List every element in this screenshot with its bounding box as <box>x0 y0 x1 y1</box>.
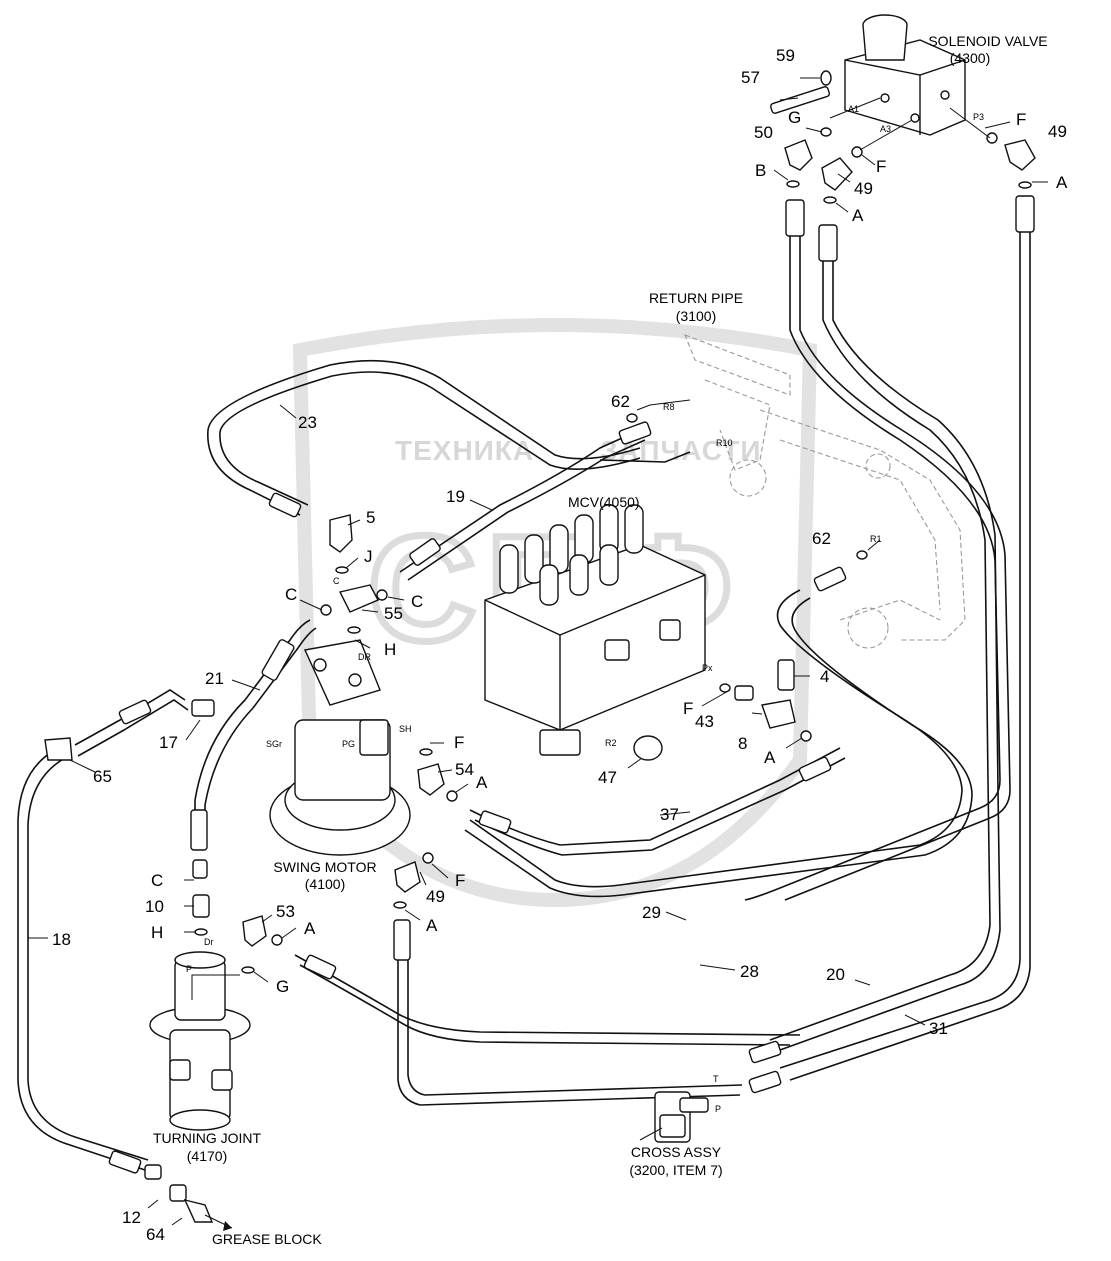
port-t-cross: T <box>713 1074 719 1084</box>
port-pg: PG <box>342 739 355 749</box>
callout-f-43: F <box>683 699 693 718</box>
port-dr-joint: Dr <box>204 937 214 947</box>
return-pipe-outline <box>684 334 966 649</box>
callout-47: 47 <box>598 768 617 787</box>
port-labels: A1 A3 P3 R8 R10 R1 Px R2 DR C SH PG SGr … <box>186 104 984 1114</box>
callout-b-top: B <box>755 161 766 180</box>
callout-g-low: G <box>276 977 289 996</box>
callout-53: 53 <box>276 902 295 921</box>
mcv-block <box>484 504 706 756</box>
callout-50: 50 <box>754 123 773 142</box>
mcv-name: MCV(4050) <box>568 494 640 510</box>
return-pipe-code: (3100) <box>676 308 716 324</box>
leader-lines <box>28 77 1048 1226</box>
port-sh: SH <box>399 724 412 734</box>
callout-17: 17 <box>159 733 178 752</box>
turning-joint-code: (4170) <box>187 1148 227 1164</box>
callout-12: 12 <box>122 1208 141 1227</box>
callout-a-49: A <box>426 916 438 935</box>
port-r8: R8 <box>663 402 675 412</box>
cross-assy <box>654 1091 709 1143</box>
callout-5: 5 <box>366 508 375 527</box>
callout-f-49: F <box>455 871 465 890</box>
port-r10: R10 <box>716 438 733 448</box>
callout-65: 65 <box>93 767 112 786</box>
callout-62-top: 62 <box>611 392 630 411</box>
callout-29: 29 <box>642 903 661 922</box>
callout-55: 55 <box>384 604 403 623</box>
cross-assy-code: (3200, ITEM 7) <box>629 1162 722 1178</box>
callout-49-mid: 49 <box>854 179 873 198</box>
callout-8: 8 <box>738 734 747 753</box>
callout-19: 19 <box>446 487 465 506</box>
callout-21: 21 <box>205 669 224 688</box>
port-p-cross: P <box>715 1104 721 1114</box>
port-r1: R1 <box>870 534 882 544</box>
port-a1: A1 <box>848 104 859 114</box>
callout-57: 57 <box>741 68 760 87</box>
port-p-joint: P <box>186 964 192 974</box>
callout-j: J <box>364 547 373 566</box>
callout-59: 59 <box>776 46 795 65</box>
callout-f-right: F <box>1016 110 1026 129</box>
callout-54: 54 <box>455 760 474 779</box>
swing-motor-name: SWING MOTOR <box>273 859 376 875</box>
callout-f-54: F <box>454 733 464 752</box>
callout-h-low: H <box>151 923 163 942</box>
return-pipe-name: RETURN PIPE <box>649 290 743 306</box>
callout-37: 37 <box>660 805 679 824</box>
callout-31: 31 <box>929 1019 948 1038</box>
hoses <box>17 200 1031 1171</box>
callout-23: 23 <box>298 413 317 432</box>
solenoid-valve-code: (4300) <box>950 50 990 66</box>
callout-10: 10 <box>145 897 164 916</box>
callout-h-top: H <box>384 640 396 659</box>
port-px: Px <box>702 663 713 673</box>
component-labels: SOLENOID VALVE (4300) RETURN PIPE (3100)… <box>153 33 1048 1247</box>
callout-18: 18 <box>52 930 71 949</box>
callout-64: 64 <box>146 1225 165 1244</box>
port-a3: A3 <box>880 124 891 134</box>
callout-a-53: A <box>304 919 316 938</box>
port-sgr: SGr <box>266 739 282 749</box>
turning-joint <box>149 951 251 1131</box>
callout-g-top: G <box>788 108 801 127</box>
callout-4: 4 <box>820 667 829 686</box>
swing-motor <box>269 639 411 856</box>
port-c: C <box>333 576 340 586</box>
callout-c-low: C <box>151 871 163 890</box>
solenoid-valve <box>844 14 966 136</box>
grease-block-name: GREASE BLOCK <box>212 1231 322 1247</box>
callout-a-right: A <box>1056 173 1068 192</box>
small-fittings <box>44 70 1036 1231</box>
callout-49-right: 49 <box>1048 122 1067 141</box>
callouts: 59 57 G 50 B 49 F A F 49 A 23 62 19 5 J … <box>52 46 1068 1244</box>
swing-motor-code: (4100) <box>305 876 345 892</box>
callout-a-54: A <box>476 773 488 792</box>
callout-43: 43 <box>695 712 714 731</box>
watermark-text-left: ТЕХНИКА <box>395 435 534 466</box>
hose-fittings <box>108 195 1035 1174</box>
callout-49-low: 49 <box>426 887 445 906</box>
port-dr-swing: DR <box>358 652 371 662</box>
callout-a-mid: A <box>852 206 864 225</box>
callout-28: 28 <box>740 962 759 981</box>
callout-20: 20 <box>826 965 845 984</box>
port-r2: R2 <box>605 738 617 748</box>
callout-c-left: C <box>285 585 297 604</box>
turning-joint-name: TURNING JOINT <box>153 1130 262 1146</box>
solenoid-valve-name: SOLENOID VALVE <box>928 33 1047 49</box>
port-p3: P3 <box>973 112 984 122</box>
cross-assy-name: CROSS ASSY <box>631 1144 722 1160</box>
callout-f-mid: F <box>876 157 886 176</box>
callout-c-right: C <box>411 592 423 611</box>
callout-62-right: 62 <box>812 529 831 548</box>
callout-a-8: A <box>764 748 776 767</box>
